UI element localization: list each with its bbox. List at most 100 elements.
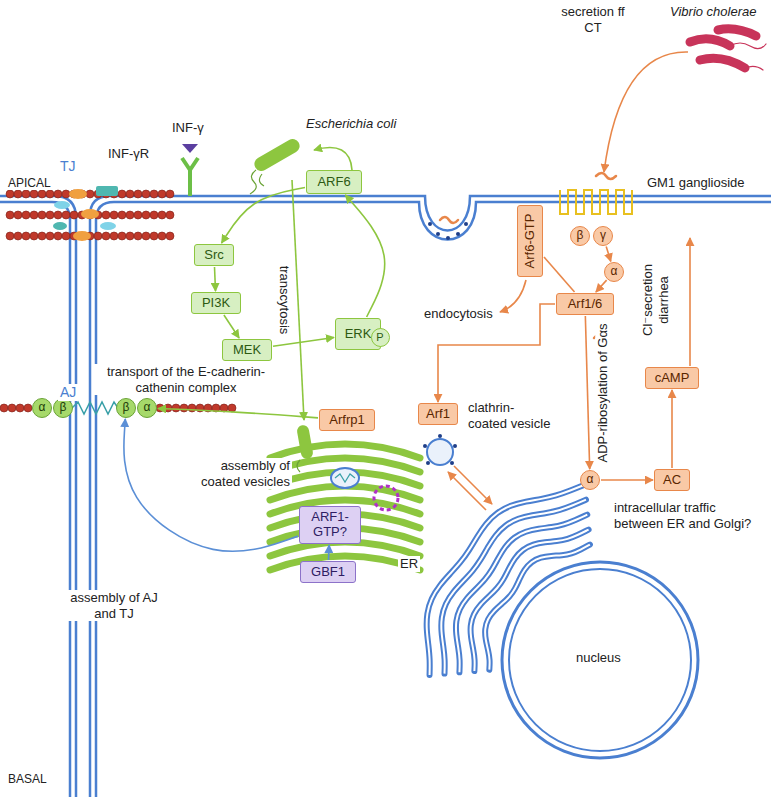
- catenin-circle: α: [137, 398, 157, 418]
- tight-junction: [102, 211, 110, 219]
- tight-junction: [6, 232, 14, 240]
- part-name: nucleus: [574, 650, 623, 666]
- region-label: APICAL: [6, 176, 53, 190]
- tight-junction: [126, 211, 134, 219]
- organism-label: Escherichia coli: [304, 116, 398, 132]
- clathrin-pit: [464, 222, 468, 226]
- tight-junction: [6, 211, 14, 219]
- node-text: β: [123, 401, 130, 415]
- catenin-circle: β: [116, 398, 136, 418]
- tight-junction: [22, 211, 30, 219]
- e-coli-bacterium: [259, 174, 264, 186]
- tight-junction: [142, 190, 150, 198]
- connector-arrow: [671, 390, 673, 468]
- tight-junction: [14, 232, 22, 240]
- golgi-stack: [270, 444, 420, 570]
- tight-junction-proteins: [100, 222, 116, 230]
- tight-junction: [118, 190, 126, 198]
- signal-box: PI3K: [191, 292, 241, 314]
- er-membrane: [441, 500, 586, 674]
- tight-junction: [150, 211, 158, 219]
- tight-junction: [62, 232, 70, 240]
- vibrio-cholerae: [745, 66, 763, 70]
- cadherin-spring: [72, 402, 118, 414]
- cholera-toxin-symbol: [440, 217, 458, 223]
- node-text: GBF1: [311, 565, 345, 580]
- tight-junction: [30, 190, 38, 198]
- node-text: ARF6: [317, 175, 350, 190]
- coated-vesicle: [331, 468, 398, 510]
- clathrin-coated-vesicle: [426, 461, 430, 465]
- tight-junction: [46, 211, 54, 219]
- tight-junction: [102, 232, 110, 240]
- signal-box: AC: [654, 469, 690, 491]
- part-name: GM1 ganglioside: [645, 175, 747, 191]
- tight-junction: [62, 211, 70, 219]
- gm1-receptor: [560, 190, 632, 214]
- vibrio-cholerae: [690, 29, 766, 70]
- tight-junction: [134, 190, 142, 198]
- tight-junction: [46, 190, 54, 198]
- junction-label: AJ: [58, 384, 78, 401]
- layout-arrow: [500, 280, 526, 312]
- nucleus-envelope: [509, 569, 691, 751]
- tight-junction: [118, 232, 126, 240]
- layout-arrow: [689, 238, 691, 366]
- node-text: β: [60, 401, 67, 415]
- signal-box: Arf1: [418, 403, 458, 425]
- connector-arrow: [158, 408, 318, 417]
- signal-box: MEK: [222, 339, 272, 361]
- cell-membrane: [96, 202, 771, 797]
- node-text: PI3K: [202, 296, 230, 311]
- er-membrane: [427, 485, 585, 675]
- tight-junction: [38, 211, 46, 219]
- vibrio-cholerae: [700, 58, 745, 68]
- process-label: transport of the E-cadherin-cathenin com…: [94, 364, 278, 395]
- node-text: Arf1/6: [568, 297, 603, 312]
- clathrin-pit: [456, 232, 460, 236]
- node-text: α: [611, 265, 618, 279]
- organism-label: Vibrio cholerae: [668, 4, 758, 20]
- signal-box: Arf1/6: [556, 293, 614, 315]
- connector-arrow: [544, 257, 575, 292]
- subunit-circle: α: [580, 470, 600, 490]
- subunit-circle: γ: [593, 226, 613, 246]
- adherens-junction: [16, 404, 24, 412]
- coated-vesicle: [374, 486, 398, 510]
- signal-box: ARF1-GTP?: [299, 506, 361, 544]
- tight-junction: [142, 211, 150, 219]
- tight-junction: [166, 190, 174, 198]
- coated-vesicle: [331, 468, 359, 488]
- e-coli-bacterium: [297, 460, 300, 472]
- node-text: MEK: [233, 343, 261, 358]
- clathrin-pit: [446, 236, 450, 240]
- tight-junction: [38, 232, 46, 240]
- tight-junction-proteins: [53, 222, 67, 230]
- connector-arrow: [215, 267, 216, 291]
- catenin-circle: α: [32, 398, 52, 418]
- tight-junction: [22, 190, 30, 198]
- connector-arrow: [606, 247, 611, 262]
- connector-arrow: [224, 315, 239, 338]
- catenin-circle: β: [53, 398, 73, 418]
- part-name: ER: [398, 556, 420, 572]
- adherens-junction: [8, 404, 16, 412]
- node-text: ARF1-GTP?: [305, 510, 355, 540]
- tight-junction: [150, 232, 158, 240]
- tight-junction: [94, 232, 102, 240]
- node-text: ERK: [345, 327, 372, 342]
- note: intracellular traffic between ER and Gol…: [612, 500, 766, 531]
- connector-arrow: [345, 195, 384, 317]
- tight-junction: [54, 211, 62, 219]
- connector-arrow: [222, 188, 305, 243]
- process-label: assembly of AJ and TJ: [56, 590, 172, 621]
- e-coli-bacterium: [296, 424, 314, 460]
- tight-junction: [126, 190, 134, 198]
- junction-label: TJ: [58, 158, 78, 175]
- e-coli-bacterium: [250, 170, 256, 194]
- edge-label: ADP-ribosylation of Gαs: [595, 321, 611, 464]
- connector-arrow: [601, 479, 653, 481]
- tight-junction-proteins: [73, 231, 91, 241]
- nucleus-envelope: [502, 562, 698, 758]
- layout-arrow: [292, 180, 304, 420]
